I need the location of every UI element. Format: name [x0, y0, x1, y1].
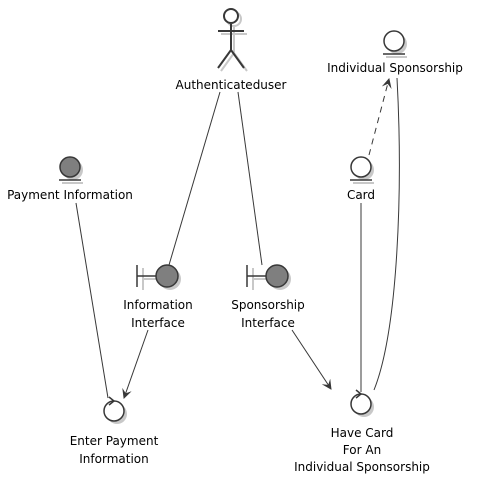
control-label-line3: Individual Sponsorship: [294, 460, 430, 474]
entity-circle-icon: [350, 156, 372, 178]
control-label-line2: For An: [343, 443, 381, 457]
entity-payment-information[interactable]: Payment Information: [7, 156, 133, 202]
boundary-circle-icon: [265, 264, 289, 288]
control-label-line1: Enter Payment: [70, 434, 159, 448]
connectors: [75, 77, 400, 399]
arrow-sponsorship-interface-have-card: [291, 329, 332, 390]
entity-label: Individual Sponsorship: [327, 61, 463, 75]
boundary-sponsorship-interface[interactable]: Sponsorship Interface: [231, 264, 305, 330]
dashed-arrow-card-individual-sponsorship: [368, 78, 392, 156]
control-arrowhead-icon: [108, 396, 116, 406]
entity-label: Card: [347, 188, 375, 202]
boundary-information-interface[interactable]: Information Interface: [123, 264, 193, 330]
link-payment-information-enter-payment: [75, 202, 109, 399]
control-arrowhead-icon: [355, 389, 363, 399]
control-label-line2: Information: [79, 452, 148, 466]
control-enter-payment-information[interactable]: Enter Payment Information: [70, 396, 159, 466]
actor-authenticateduser[interactable]: Authenticateduser: [176, 8, 287, 92]
boundary-circle-icon: [155, 264, 179, 288]
boundary-label-line1: Sponsorship: [231, 298, 305, 312]
entity-circle-icon: [383, 30, 405, 52]
boundary-label-line1: Information: [123, 298, 192, 312]
boundary-label-line2: Interface: [131, 316, 185, 330]
control-circle-icon: [350, 393, 372, 415]
link-actor-sponsorship-interface: [237, 91, 263, 266]
control-have-card[interactable]: Have Card For An Individual Sponsorship: [294, 389, 430, 474]
entity-individual-sponsorship[interactable]: Individual Sponsorship: [327, 30, 463, 75]
entity-circle-icon: [59, 156, 81, 178]
control-label-line1: Have Card: [331, 426, 394, 440]
boundary-label-line2: Interface: [241, 316, 295, 330]
link-actor-information-interface: [168, 91, 221, 266]
link-have-card-individual-sponsorship: [373, 77, 400, 391]
entity-label: Payment Information: [7, 188, 133, 202]
arrow-information-interface-enter-payment: [122, 329, 149, 399]
control-circle-icon: [103, 400, 125, 422]
actor-label: Authenticateduser: [176, 78, 287, 92]
entity-card[interactable]: Card: [347, 156, 375, 202]
